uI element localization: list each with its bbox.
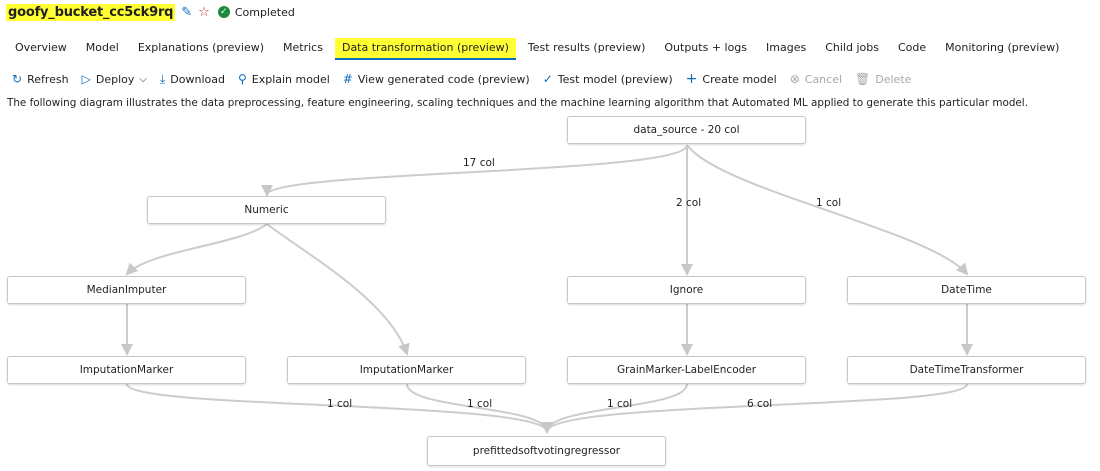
status-text: Completed (234, 5, 295, 19)
chevron-down-icon: ⌵ (139, 73, 147, 85)
test-model-button[interactable]: ✓ Test model (preview) (543, 72, 673, 86)
node-numeric[interactable]: Numeric (147, 196, 386, 224)
tab-images[interactable]: Images (766, 41, 807, 54)
explain-model-label: Explain model (251, 72, 330, 86)
edge-numeric-median (125, 223, 268, 276)
edge-label-datetime: 1 col (816, 197, 842, 209)
node-grain-marker-label-encoder[interactable]: GrainMarker-LabelEncoder (567, 356, 806, 384)
delete-label: Delete (875, 72, 912, 86)
explain-model-button[interactable]: ⚲ Explain model (238, 72, 330, 86)
node-datetime[interactable]: DateTime (847, 276, 1086, 304)
command-bar: ↻ Refresh ▷ Deploy ⌵ ⤓ Download ⚲ Explain mod… (0, 68, 924, 90)
cancel-circle-icon: ⊗ (789, 72, 800, 86)
deploy-button[interactable]: ▷ Deploy ⌵ (82, 72, 147, 86)
edge-source-datetime (686, 144, 969, 276)
tab-data-transformation[interactable]: Data transformation (preview) (334, 38, 516, 60)
download-label: Download (170, 72, 225, 86)
tab-overview[interactable]: Overview (15, 41, 67, 54)
view-generated-code-button[interactable]: # View generated code (preview) (343, 72, 530, 86)
hash-icon: # (342, 72, 353, 86)
node-prefitted-soft-voting-regressor[interactable]: prefittedsoftvotingregressor (427, 436, 666, 466)
tab-child-jobs[interactable]: Child jobs (825, 41, 879, 54)
view-code-label: View generated code (preview) (357, 72, 530, 86)
header: goofy_bucket_cc5ck9rq ✎ ☆ ✓ Completed (0, 0, 295, 24)
test-model-label: Test model (preview) (557, 72, 673, 86)
node-datetime-transformer[interactable]: DateTimeTransformer (847, 356, 1086, 384)
plus-icon: + (685, 71, 698, 87)
edge-source-numeric (261, 144, 688, 197)
edge-label-grain-out: 1 col (607, 398, 633, 410)
tab-model[interactable]: Model (85, 41, 119, 54)
node-median-imputer[interactable]: MedianImputer (7, 276, 246, 304)
edge-numeric-imp2 (266, 223, 410, 356)
trash-icon: 🗑 (855, 72, 871, 86)
node-ignore[interactable]: Ignore (567, 276, 806, 304)
cancel-label: Cancel (804, 72, 843, 86)
delete-button[interactable]: 🗑 Delete (855, 72, 911, 86)
tab-test-results[interactable]: Test results (preview) (527, 41, 646, 54)
tab-metrics[interactable]: Metrics (283, 41, 323, 54)
refresh-icon: ↻ (12, 72, 23, 86)
edge-label-ignore: 2 col (676, 197, 702, 209)
completed-check-icon: ✓ (217, 6, 230, 18)
create-model-label: Create model (702, 72, 777, 86)
refresh-button[interactable]: ↻ Refresh (12, 72, 69, 86)
deploy-icon: ▷ (81, 72, 91, 86)
tab-bar: Overview Model Explanations (preview) Me… (0, 38, 1071, 60)
edit-pencil-icon[interactable]: ✎ (181, 4, 193, 20)
edge-label-imp1-out: 1 col (327, 398, 353, 410)
download-button[interactable]: ⤓ Download (160, 72, 225, 87)
diagram-description: The following diagram illustrates the da… (7, 97, 1028, 109)
tab-monitoring[interactable]: Monitoring (preview) (945, 41, 1060, 54)
job-title: goofy_bucket_cc5ck9rq (6, 3, 176, 21)
refresh-label: Refresh (27, 72, 69, 86)
zoom-search-icon: ⚲ (237, 72, 247, 86)
tab-outputs-logs[interactable]: Outputs + logs (664, 41, 748, 54)
node-data-source[interactable]: data_source - 20 col (567, 116, 806, 144)
deploy-label: Deploy (95, 72, 135, 86)
node-imputation-marker-1[interactable]: ImputationMarker (7, 356, 246, 384)
status-badge: ✓ Completed (217, 5, 295, 19)
download-icon: ⤓ (159, 71, 166, 86)
node-imputation-marker-2[interactable]: ImputationMarker (287, 356, 526, 384)
edge-label-dtt-out: 6 col (747, 398, 773, 410)
edge-label-imp2-out: 1 col (467, 398, 493, 410)
cancel-button[interactable]: ⊗ Cancel (790, 72, 842, 86)
checkmark-icon: ✓ (542, 72, 553, 86)
create-model-button[interactable]: + Create model (686, 71, 777, 87)
tab-code[interactable]: Code (897, 41, 927, 54)
edge-label-numeric: 17 col (463, 157, 495, 169)
favorite-star-icon[interactable]: ☆ (198, 4, 210, 20)
tab-explanations[interactable]: Explanations (preview) (137, 41, 265, 54)
